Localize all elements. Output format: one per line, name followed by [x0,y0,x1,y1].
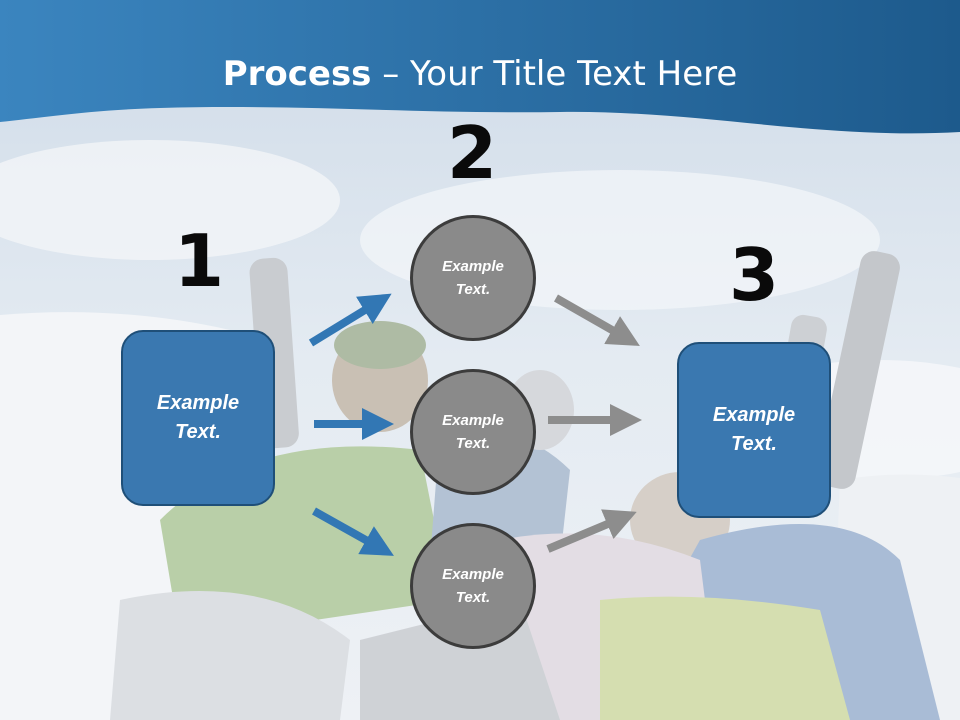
process-circle-middle[interactable]: Example Text. [410,369,536,495]
page-title: Process – Your Title Text Here [0,52,960,96]
step-number-3: 3 [728,233,780,317]
title-bold: Process [222,54,372,94]
end-box[interactable]: Example Text. [677,342,831,518]
process-circle-top[interactable]: Example Text. [410,215,536,341]
process-circle-bottom[interactable]: Example Text. [410,523,536,649]
start-box[interactable]: Example Text. [121,330,275,506]
title-rest: – Your Title Text Here [371,54,738,94]
step-number-1: 1 [173,219,225,303]
step-number-2: 2 [446,111,498,195]
